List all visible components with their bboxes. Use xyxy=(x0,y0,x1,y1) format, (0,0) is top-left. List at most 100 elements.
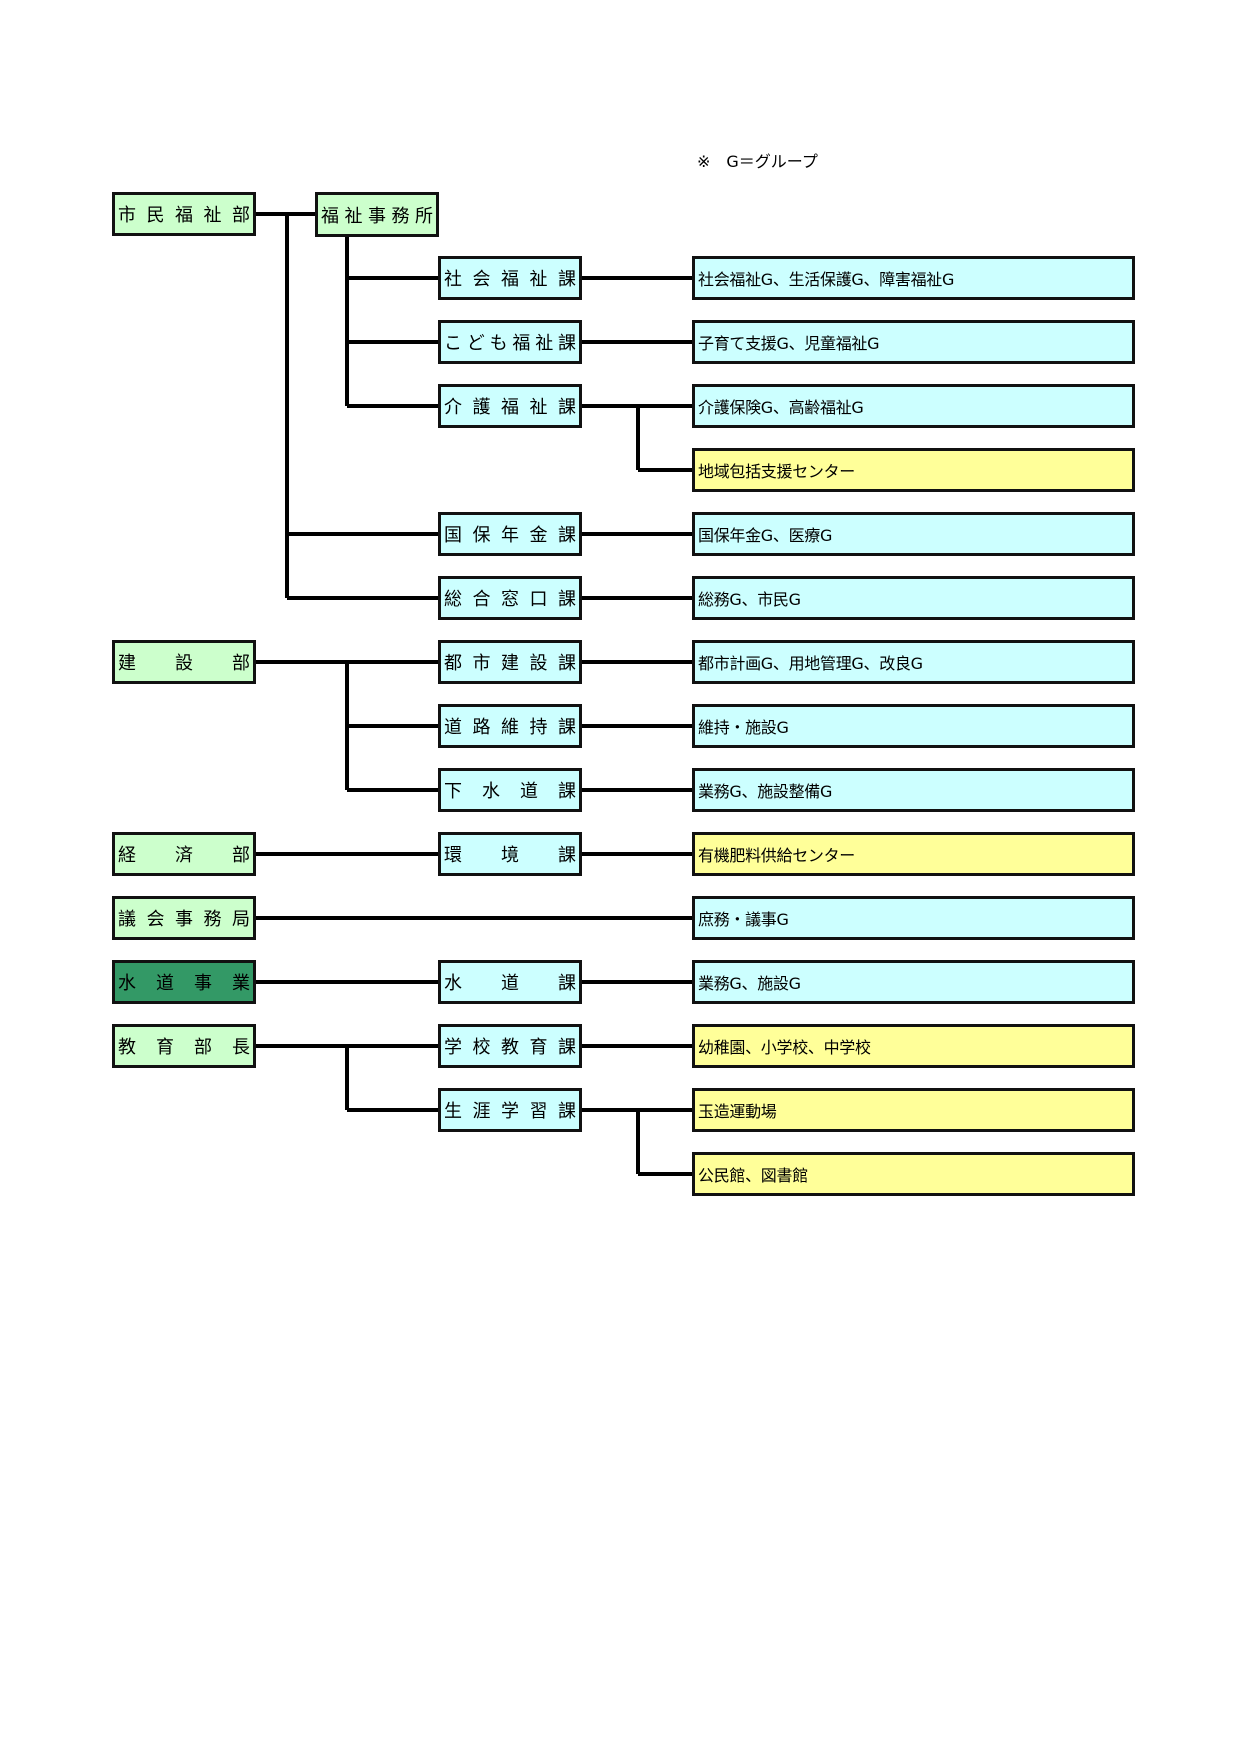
label-char: 課 xyxy=(558,269,576,290)
section-label: 道路維持課 xyxy=(441,713,579,739)
label-char: 建 xyxy=(501,653,519,674)
dept-keizai: 経済部 xyxy=(112,832,256,876)
label-char: 課 xyxy=(558,1101,576,1122)
section-kokuho-nenkin: 国保年金課 xyxy=(438,512,582,556)
label-char: 福 xyxy=(501,397,519,418)
label-char: 課 xyxy=(558,397,576,418)
label-char: 道 xyxy=(520,781,538,802)
section-toshi-kensetsu: 都市建設課 xyxy=(438,640,582,684)
label-char: 所 xyxy=(415,205,433,227)
label-char: 課 xyxy=(558,589,576,610)
section-label: 水道課 xyxy=(441,969,579,995)
label-char: 護 xyxy=(472,397,491,418)
section-label: 環境課 xyxy=(441,841,579,867)
label-char: 民 xyxy=(146,205,165,226)
label-char: 済 xyxy=(175,845,193,866)
label-char: 設 xyxy=(529,653,548,674)
dept-kyoiku: 教育部長 xyxy=(112,1024,256,1068)
label-char: 教 xyxy=(501,1037,519,1058)
label-char: 福 xyxy=(501,269,519,290)
label-char: ど xyxy=(466,333,485,354)
label-char: 保 xyxy=(472,525,491,546)
section-kaigo-fukushi: 介護福祉課 xyxy=(438,384,582,428)
section-label: 都市建設課 xyxy=(441,649,579,675)
label-char: 環 xyxy=(444,845,462,866)
label-char: 祉 xyxy=(529,269,548,290)
facility-kominkan: 公民館、図書館 xyxy=(692,1152,1135,1196)
group-suido: 業務G、施設G xyxy=(692,960,1135,1004)
section-shogai-gakushu: 生涯学習課 xyxy=(438,1088,582,1132)
label-char: 福 xyxy=(175,205,193,226)
label-char: 課 xyxy=(558,973,576,994)
section-kankyo: 環境課 xyxy=(438,832,582,876)
section-suido: 水道課 xyxy=(438,960,582,1004)
group-sogo-madoguchi: 総務G、市民G xyxy=(692,576,1135,620)
dept-kensetsu: 建設部 xyxy=(112,640,256,684)
label-char: 議 xyxy=(118,909,136,930)
label-char: 教 xyxy=(118,1037,136,1058)
label-char: 社 xyxy=(444,269,462,290)
section-label: 総合窓口課 xyxy=(441,585,579,611)
label-char: 涯 xyxy=(472,1101,491,1122)
label-char: 市 xyxy=(118,205,136,226)
group-kokuho-nenkin: 国保年金G、医療G xyxy=(692,512,1135,556)
label-char: 設 xyxy=(175,653,193,674)
label-char: 祉 xyxy=(529,397,548,418)
label-char: も xyxy=(489,333,508,354)
label-char: 福 xyxy=(512,333,531,354)
label-char: 福 xyxy=(321,205,339,227)
label-char: 維 xyxy=(501,717,519,738)
label-char: 総 xyxy=(444,589,462,610)
label-char: 介 xyxy=(444,397,462,418)
dept-label: 建設部 xyxy=(115,649,253,675)
label-char: 水 xyxy=(482,781,500,802)
label-char: 業 xyxy=(232,973,250,994)
section-shakai-fukushi: 社会福祉課 xyxy=(438,256,582,300)
group-kodomo-fukushi: 子育て支援G、児童福祉G xyxy=(692,320,1135,364)
label-char: 祉 xyxy=(535,333,554,354)
facility-yuki-center: 有機肥料供給センター xyxy=(692,832,1135,876)
label-char: 市 xyxy=(472,653,491,674)
label-char: 窓 xyxy=(501,589,519,610)
office-fukushi-jimusho: 福祉事務所 xyxy=(315,192,439,237)
label-char: 長 xyxy=(232,1037,250,1058)
label-char: 局 xyxy=(232,909,250,930)
section-sogo-madoguchi: 総合窓口課 xyxy=(438,576,582,620)
group-kaigo-fukushi: 介護保険G、高齢福祉G xyxy=(692,384,1135,428)
facility-gakko: 幼稚園、小学校、中学校 xyxy=(692,1024,1135,1068)
label-char: 会 xyxy=(472,269,491,290)
label-char: 持 xyxy=(529,717,548,738)
dept-label: 経済部 xyxy=(115,841,253,867)
group-gikai: 庶務・議事G xyxy=(692,896,1135,940)
section-label: 学校教育課 xyxy=(441,1033,579,1059)
label-char: 国 xyxy=(444,525,462,546)
label-char: 学 xyxy=(444,1037,462,1058)
label-char: 校 xyxy=(472,1037,491,1058)
label-char: 課 xyxy=(558,781,576,802)
section-label: 生涯学習課 xyxy=(441,1097,579,1123)
dept-shimin-fukushi: 市民福祉部 xyxy=(112,192,256,236)
dept-label: 水道事業 xyxy=(115,969,253,995)
label-char: 部 xyxy=(232,205,250,226)
label-char: 課 xyxy=(558,525,576,546)
dept-label: 議会事務局 xyxy=(115,905,253,931)
label-char: 道 xyxy=(156,973,174,994)
label-char: 課 xyxy=(558,653,576,674)
label-char: 生 xyxy=(444,1101,462,1122)
label-char: 務 xyxy=(203,909,222,930)
label-char: 会 xyxy=(146,909,165,930)
label-char: 水 xyxy=(444,973,462,994)
label-char: 合 xyxy=(472,589,491,610)
label-char: 学 xyxy=(501,1101,519,1122)
label-char: 事 xyxy=(175,909,193,930)
label-char: 道 xyxy=(501,973,519,994)
label-char: 習 xyxy=(529,1101,548,1122)
label-char: 部 xyxy=(194,1037,212,1058)
label-char: 年 xyxy=(501,525,519,546)
label-char: 金 xyxy=(529,525,548,546)
label-char: 事 xyxy=(194,973,212,994)
label-char: 都 xyxy=(444,653,462,674)
label-char: こ xyxy=(444,333,462,354)
section-label: こども福祉課 xyxy=(441,329,579,355)
